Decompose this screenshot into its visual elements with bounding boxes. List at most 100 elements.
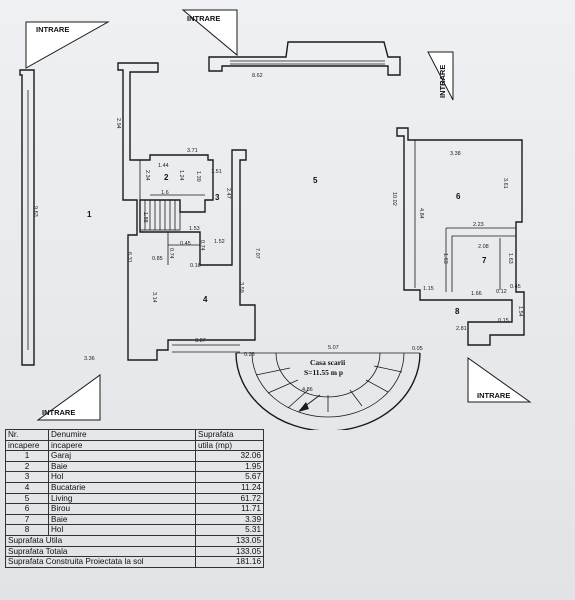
dim-label: 3.38 xyxy=(450,151,461,157)
entrance-marker-bottom-right: INTRARE xyxy=(467,357,532,403)
room-name-cell: Garaj xyxy=(48,450,196,462)
table-row: 2 Baie 1.95 xyxy=(5,460,264,473)
table-row: 8 Hol 5.31 xyxy=(5,524,264,536)
dim-label: 3.36 xyxy=(84,356,95,362)
room-area-cell: 61.72 xyxy=(195,492,264,505)
dim-label: 1.44 xyxy=(158,163,169,169)
dim-label: 0.16 xyxy=(190,263,201,269)
table-header-cell: utila (mp) xyxy=(195,439,264,452)
room-number: 4 xyxy=(203,295,208,304)
dim-label: 0.85 xyxy=(152,256,163,262)
dim-label: 3.61 xyxy=(502,178,508,189)
table-row: 5 Living 61.72 xyxy=(5,492,264,505)
room-nr-cell: 3 xyxy=(5,471,49,483)
total-value: 181.16 xyxy=(195,556,264,568)
room-number: 6 xyxy=(456,192,461,201)
table-header-cell: Suprafata xyxy=(195,429,264,441)
table-row: 4 Bucatarie 11.24 xyxy=(5,481,264,494)
table-header-row: incapere incapere utila (mp) xyxy=(5,439,264,452)
stair-dim: 4.86 xyxy=(302,387,313,393)
room-area-cell: 3.39 xyxy=(195,513,264,526)
dim-label: 1.66 xyxy=(471,291,482,297)
table-row: 7 Baie 3.39 xyxy=(5,513,264,526)
room-number: 7 xyxy=(482,256,487,265)
table-header-cell: incapere xyxy=(48,439,196,452)
dim-label: 1.54 xyxy=(517,306,523,317)
room-area-cell: 5.31 xyxy=(195,524,264,536)
dimension-labels: 8.62 2.94 3.71 1.44 2.34 1.24 1.39 1.51 … xyxy=(32,73,523,362)
total-label: Suprafata Utila xyxy=(5,534,196,547)
dim-label: 1.88 xyxy=(142,212,148,223)
dim-label: 0.15 xyxy=(498,318,509,324)
room-number: 1 xyxy=(87,210,92,219)
garage-wall xyxy=(19,69,35,366)
top-wall xyxy=(208,41,401,76)
dim-label: 2.47 xyxy=(225,188,231,199)
dim-label: 1.51 xyxy=(211,169,222,175)
dim-label: 0.45 xyxy=(510,284,521,290)
stair-dim: 0.05 xyxy=(412,346,423,352)
room-name-cell: Baie xyxy=(48,513,196,526)
total-row: Suprafata Construita Proiectata la sol 1… xyxy=(5,556,264,568)
dim-label: 3.14 xyxy=(151,292,157,303)
room-nr-cell: 1 xyxy=(5,450,49,462)
dim-label: 2.08 xyxy=(478,244,489,250)
room-name-cell: Hol xyxy=(48,524,196,536)
dim-label: 10.02 xyxy=(391,192,397,206)
room-area-cell: 11.71 xyxy=(195,503,264,515)
total-row: Suprafata Utila 133.05 xyxy=(5,534,264,547)
total-row: Suprafata Totala 133.05 xyxy=(5,545,264,558)
room-nr-cell: 2 xyxy=(5,460,49,473)
room-nr-cell: 7 xyxy=(5,513,49,526)
room-name-cell: Bucatarie xyxy=(48,481,196,494)
floor-plan: INTRARE INTRARE INTRARE INTRARE INTRARE xyxy=(19,9,532,430)
stair-dim: 0.28 xyxy=(244,352,255,358)
dim-label: 1.6 xyxy=(161,190,169,196)
total-label: Suprafata Totala xyxy=(5,545,196,558)
table-header-cell: Nr. xyxy=(5,429,49,441)
dim-label: 3.71 xyxy=(187,148,198,154)
room-area-cell: 11.24 xyxy=(195,481,264,494)
dim-label: 2.81 xyxy=(456,326,467,332)
entrance-marker-right: INTRARE xyxy=(427,51,454,101)
dim-label: 6.31 xyxy=(126,252,132,263)
room-number: 2 xyxy=(164,173,169,182)
room-number: 8 xyxy=(455,307,460,316)
room-area-cell: 5.67 xyxy=(195,471,264,483)
total-label: Suprafata Construita Proiectata la sol xyxy=(5,556,196,568)
room-number: 5 xyxy=(313,176,318,185)
room-number: 3 xyxy=(215,193,220,202)
total-value: 133.05 xyxy=(195,545,264,558)
room-name-cell: Birou xyxy=(48,503,196,515)
total-value: 133.05 xyxy=(195,534,264,547)
table-row: 1 Garaj 32.06 xyxy=(5,450,264,462)
room-name-cell: Baie xyxy=(48,460,196,473)
right-walls xyxy=(396,127,525,346)
room-name-cell: Living xyxy=(48,492,196,505)
entrance-label: INTRARE xyxy=(42,408,75,417)
table-header-cell: incapere xyxy=(5,439,49,452)
entrance-marker-bottom-left: INTRARE xyxy=(36,374,101,421)
entrance-label: INTRARE xyxy=(36,25,69,34)
dim-label: 0.12 xyxy=(496,289,507,295)
room-nr-cell: 8 xyxy=(5,524,49,536)
entrance-label: INTRARE xyxy=(438,65,447,98)
dim-label: 1.24 xyxy=(178,170,184,181)
dim-label: 2.94 xyxy=(115,118,121,129)
dim-label: 1.63 xyxy=(507,253,513,264)
dim-label: 1.15 xyxy=(423,286,434,292)
stair-area: S=11.55 m p xyxy=(304,368,343,377)
dim-label: 3.27 xyxy=(195,338,206,344)
dim-label: 1.53 xyxy=(189,226,200,232)
entrance-marker-top-left: INTRARE xyxy=(25,21,110,69)
entrance-label: INTRARE xyxy=(187,14,220,23)
dim-label: 1.39 xyxy=(195,171,201,182)
dim-label: 3.59 xyxy=(238,282,244,293)
dim-label: 0.74 xyxy=(168,248,174,259)
table-header-cell: Denumire xyxy=(48,429,196,441)
entrance-label: INTRARE xyxy=(477,391,510,400)
room-area-cell: 1.95 xyxy=(195,460,264,473)
stair-dim: 5.07 xyxy=(328,345,339,351)
dim-label: 0.74 xyxy=(199,240,205,251)
central-walls xyxy=(117,62,256,361)
